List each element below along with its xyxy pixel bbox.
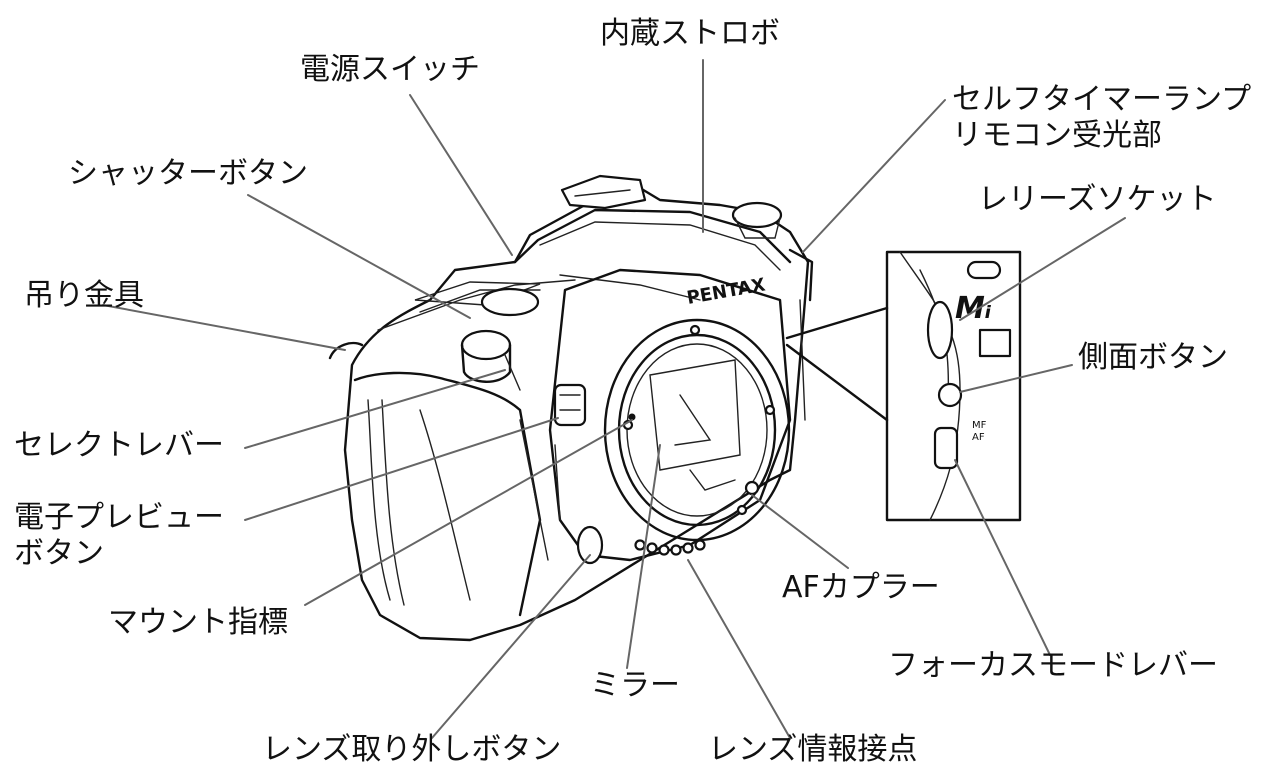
label-focus-mode-lever: フォーカスモードレバー xyxy=(888,648,1218,683)
label-lens-release-button: レンズ取り外しボタン xyxy=(262,732,562,767)
label-built-in-flash: 内蔵ストロボ xyxy=(600,16,780,51)
label-strap-lug: 吊り金具 xyxy=(24,278,144,313)
label-self-timer-lamp: セルフタイマーランプ リモコン受光部 xyxy=(952,82,1251,154)
label-e-preview-line1: 電子プレビュー xyxy=(14,500,224,535)
label-e-preview-line2: ボタン xyxy=(14,536,104,571)
label-self-timer-lamp-line2: リモコン受光部 xyxy=(952,118,1162,153)
label-shutter-button: シャッターボタン xyxy=(68,156,308,191)
label-self-timer-lamp-line1: セルフタイマーランプ xyxy=(952,82,1252,117)
label-select-lever: セレクトレバー xyxy=(14,428,224,463)
label-af-coupler: AFカプラー xyxy=(782,570,940,605)
leader-lines xyxy=(102,59,1126,739)
lens-contacts xyxy=(634,539,706,556)
label-release-socket: レリーズソケット xyxy=(978,182,1217,217)
inset-mf-mark: MF xyxy=(972,420,987,431)
label-mirror: ミラー xyxy=(590,668,680,703)
label-e-preview-button: 電子プレビュー ボタン xyxy=(14,500,224,572)
camera-body: PENTAX xyxy=(328,174,814,642)
label-side-button: 側面ボタン xyxy=(1078,340,1228,375)
side-panel-inset: Mᵢ MF AF xyxy=(785,250,1022,522)
label-mount-index: マウント指標 xyxy=(108,605,288,640)
label-power-switch: 電源スイッチ xyxy=(300,52,480,87)
label-lens-info-contacts: レンズ情報接点 xyxy=(708,732,918,767)
inset-af-mark: AF xyxy=(972,432,985,443)
